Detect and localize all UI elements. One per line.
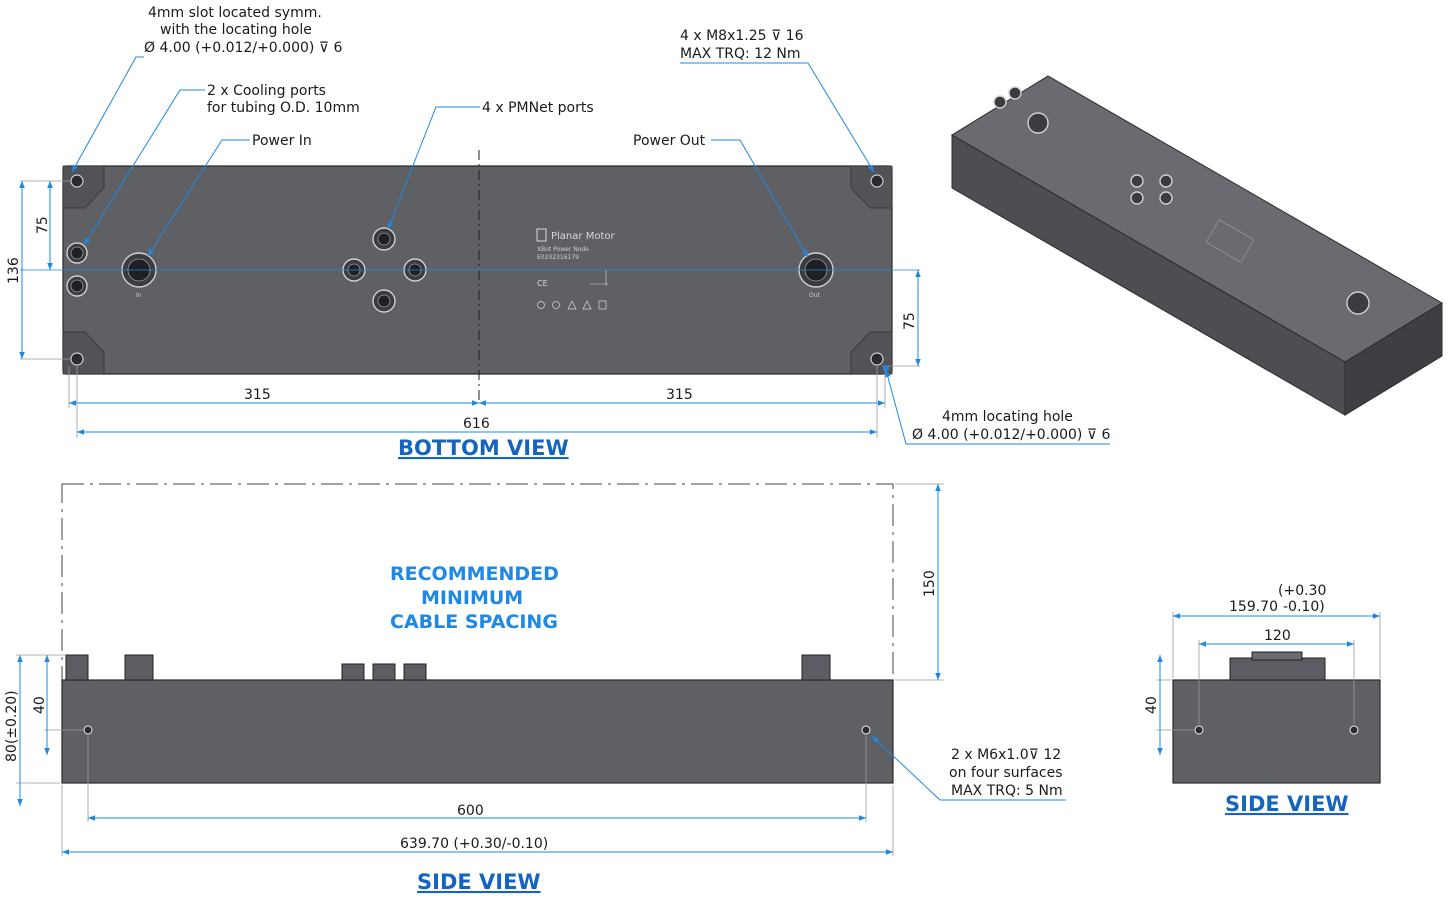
svg-text:Ø 4.00 (+0.012/+0.000) ⊽ 6: Ø 4.00 (+0.012/+0.000) ⊽ 6 <box>912 427 1110 443</box>
bottom-view-title: BOTTOM VIEW <box>398 436 569 460</box>
dim-639: 639.70 (+0.30/-0.10) <box>400 836 548 852</box>
iso-product-label <box>1205 219 1255 263</box>
iso-pmnet-3-icon <box>1130 191 1144 205</box>
certification-icons <box>537 300 607 310</box>
iso-side-face <box>1344 302 1443 416</box>
cable-spacing-line-2: MINIMUM <box>421 587 523 609</box>
dim-80: 80(±0.20) <box>4 690 20 762</box>
side-pmnet-3 <box>403 663 427 681</box>
port-in-label: In <box>136 292 142 299</box>
short-thread-hole-right <box>1349 725 1359 735</box>
dim-136: 136 <box>6 257 22 284</box>
side-view-short-title: SIDE VIEW <box>1225 792 1349 816</box>
callout-power-out: Power Out <box>633 133 809 258</box>
pmnet-port-bottom-inner <box>377 294 391 308</box>
mount-hole-tr <box>870 174 884 188</box>
callout-power-in: Power In <box>147 133 312 257</box>
bottom-dimensions-right: 75 <box>882 270 921 367</box>
svg-text:with the locating hole: with the locating hole <box>160 22 312 38</box>
dim-120: 120 <box>1264 628 1291 644</box>
svg-text:4mm locating hole: 4mm locating hole <box>942 409 1073 425</box>
svg-text:4mm slot located symm.: 4mm slot located symm. <box>148 5 322 21</box>
callout-mount-thread: 4 x M8x1.25 ⊽ 16 MAX TRQ: 12 Nm <box>680 28 875 173</box>
dim-315-right: 315 <box>666 387 693 403</box>
short-side-housing <box>1172 679 1381 784</box>
dim-159: 159.70 <box>1229 599 1278 615</box>
short-connector-block <box>1229 657 1326 681</box>
svg-text:for tubing O.D. 10mm: for tubing O.D. 10mm <box>207 100 360 116</box>
cable-spacing-line-1: RECOMMENDED <box>390 563 559 585</box>
side-short-dimensions: 159.70 (+0.30 -0.10) 120 40 <box>1144 583 1381 755</box>
dim-150: 150 <box>922 570 938 597</box>
dim-616: 616 <box>463 416 490 432</box>
product-label: Planar Motor XBot Power Node E0232316179… <box>536 228 615 310</box>
pmnet-port-top-inner <box>377 232 391 246</box>
side-housing <box>61 679 894 784</box>
dim-315-left: 315 <box>244 387 271 403</box>
iso-cooling-port-1-icon <box>993 95 1007 109</box>
cable-spacing-line-3: CABLE SPACING <box>390 611 558 633</box>
svg-text:4 x M8x1.25 ⊽ 16: 4 x M8x1.25 ⊽ 16 <box>680 28 804 44</box>
side-view-long-title: SIDE VIEW <box>417 870 541 894</box>
callout-locating-hole: 4mm locating hole Ø 4.00 (+0.012/+0.000)… <box>883 365 1110 445</box>
dim-40: 40 <box>32 696 48 714</box>
model-name: XBot Power Node <box>537 246 589 253</box>
svg-text:Power Out: Power Out <box>633 133 706 149</box>
ce-mark-icon: CE <box>537 279 548 288</box>
cable-spacing-envelope <box>61 483 894 681</box>
svg-text:Power In: Power In <box>252 133 312 149</box>
iso-pmnet-4-icon <box>1159 191 1173 205</box>
isometric-view <box>951 75 1443 416</box>
mount-hole-br <box>870 352 884 366</box>
side-long-dimensions: 150 80(±0.20) 40 600 639.70 (+0.30/-0.10… <box>4 483 944 856</box>
svg-text:2 x Cooling ports: 2 x Cooling ports <box>207 83 326 99</box>
callout-slot: 4mm slot located symm. with the locating… <box>71 5 342 173</box>
cooling-port-2-inner <box>70 279 84 293</box>
brand-logo-icon <box>536 228 547 242</box>
side-pmnet-1 <box>341 663 365 681</box>
side-cooling-port <box>65 654 89 681</box>
port-out-label: Out <box>809 292 821 299</box>
iso-power-in-icon <box>1027 112 1049 134</box>
iso-pmnet-1-icon <box>1130 174 1144 188</box>
callout-pmnet: 4 x PMNet ports <box>387 100 594 230</box>
iso-pmnet-2-icon <box>1159 174 1173 188</box>
dim-159-tol-upper: (+0.30 <box>1278 583 1326 599</box>
mount-hole-tl <box>70 174 84 188</box>
cooling-port-1-inner <box>70 246 84 260</box>
dim-159-tol-lower: -0.10) <box>1283 599 1325 615</box>
mount-hole-bl <box>70 352 84 366</box>
svg-text:on four surfaces: on four surfaces <box>949 765 1063 781</box>
brand-name: Planar Motor <box>551 231 615 242</box>
short-connector-top <box>1251 651 1303 661</box>
side-view-long: RECOMMENDED MINIMUM CABLE SPACING <box>61 483 894 784</box>
svg-text:4 x PMNet ports: 4 x PMNet ports <box>482 100 594 116</box>
dim-short-40: 40 <box>1144 696 1160 714</box>
iso-cooling-port-2-icon <box>1008 86 1022 100</box>
bottom-dimensions-left: 136 75 <box>6 180 70 360</box>
short-thread-hole-left <box>1194 725 1204 735</box>
dim-75-right: 75 <box>902 312 918 330</box>
side-thread-hole-left <box>83 725 93 735</box>
serial-number: E0232316179 <box>537 254 579 261</box>
svg-text:MAX TRQ: 5 Nm: MAX TRQ: 5 Nm <box>951 783 1063 799</box>
bottom-dimensions-horizontal: 315 315 616 <box>68 366 886 438</box>
svg-text:2 x M6x1.0⊽ 12: 2 x M6x1.0⊽ 12 <box>951 747 1061 763</box>
svg-text:MAX TRQ: 12 Nm: MAX TRQ: 12 Nm <box>680 46 801 62</box>
svg-text:Ø 4.00 (+0.012/+0.000) ⊽ 6: Ø 4.00 (+0.012/+0.000) ⊽ 6 <box>144 40 342 56</box>
callout-cooling: 2 x Cooling ports for tubing O.D. 10mm <box>83 83 360 246</box>
side-power-out <box>801 654 831 681</box>
dim-75-left: 75 <box>35 216 51 234</box>
iso-power-out-icon <box>1346 291 1370 315</box>
side-power-in <box>124 654 154 681</box>
side-view-short <box>1172 651 1381 784</box>
side-thread-hole-right <box>861 725 871 735</box>
dim-600: 600 <box>457 803 484 819</box>
locating-hole-marker <box>883 365 889 371</box>
side-pmnet-2 <box>372 663 396 681</box>
callout-side-thread: 2 x M6x1.0⊽ 12 on four surfaces MAX TRQ:… <box>871 735 1066 801</box>
